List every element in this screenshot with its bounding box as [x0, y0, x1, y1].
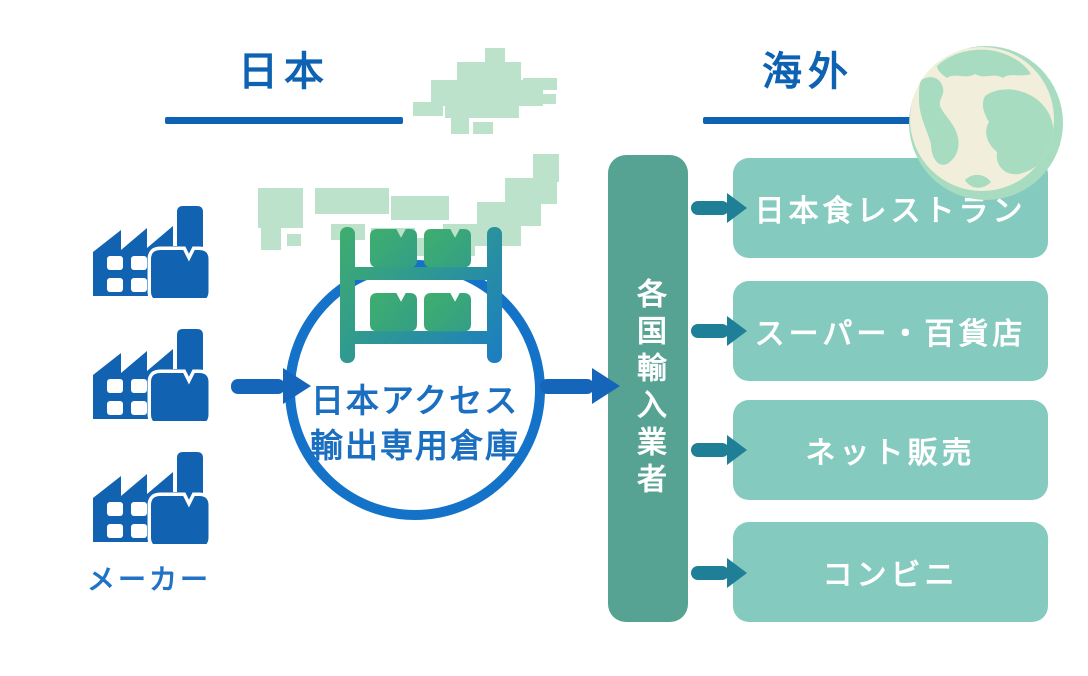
arrow-warehouse-to-importers-icon	[540, 368, 620, 404]
destination-label: スーパー・百貨店	[754, 317, 1027, 352]
japan-section-title: 日本	[238, 49, 330, 95]
factory-icon	[93, 206, 212, 298]
warehouse-shelf-icon	[340, 227, 502, 363]
destination-label: コンビニ	[822, 558, 959, 593]
factory-icon	[93, 452, 212, 544]
warehouse-label-line2: 輸出専用倉庫	[310, 426, 520, 465]
overseas-section-underline	[703, 117, 913, 124]
globe-icon	[909, 46, 1063, 200]
destination-box-online-sales: ネット販売	[733, 400, 1048, 500]
warehouse-label-line1: 日本アクセス	[310, 381, 520, 420]
destination-box-convenience-store: コンビニ	[733, 522, 1048, 622]
maker-box: メーカー	[40, 156, 258, 624]
arrow-maker-to-warehouse-icon	[231, 368, 311, 404]
arrow-to-convenience-store-icon	[691, 558, 747, 588]
overseas-section-title: 海外	[762, 49, 854, 95]
destination-label: ネット販売	[805, 436, 976, 471]
maker-label: メーカー	[86, 563, 211, 596]
factory-icon	[93, 329, 212, 421]
importers-bar-label: 各国輸入業者	[631, 277, 666, 500]
importers-bar: 各国輸入業者	[608, 155, 688, 622]
destination-box-supermarket: スーパー・百貨店	[733, 281, 1048, 381]
arrow-to-restaurant-icon	[691, 193, 747, 223]
destination-label: 日本食レストラン	[754, 194, 1027, 229]
arrow-to-supermarket-icon	[691, 316, 747, 346]
japan-section-underline	[165, 117, 403, 124]
arrow-to-online-sales-icon	[691, 435, 747, 465]
